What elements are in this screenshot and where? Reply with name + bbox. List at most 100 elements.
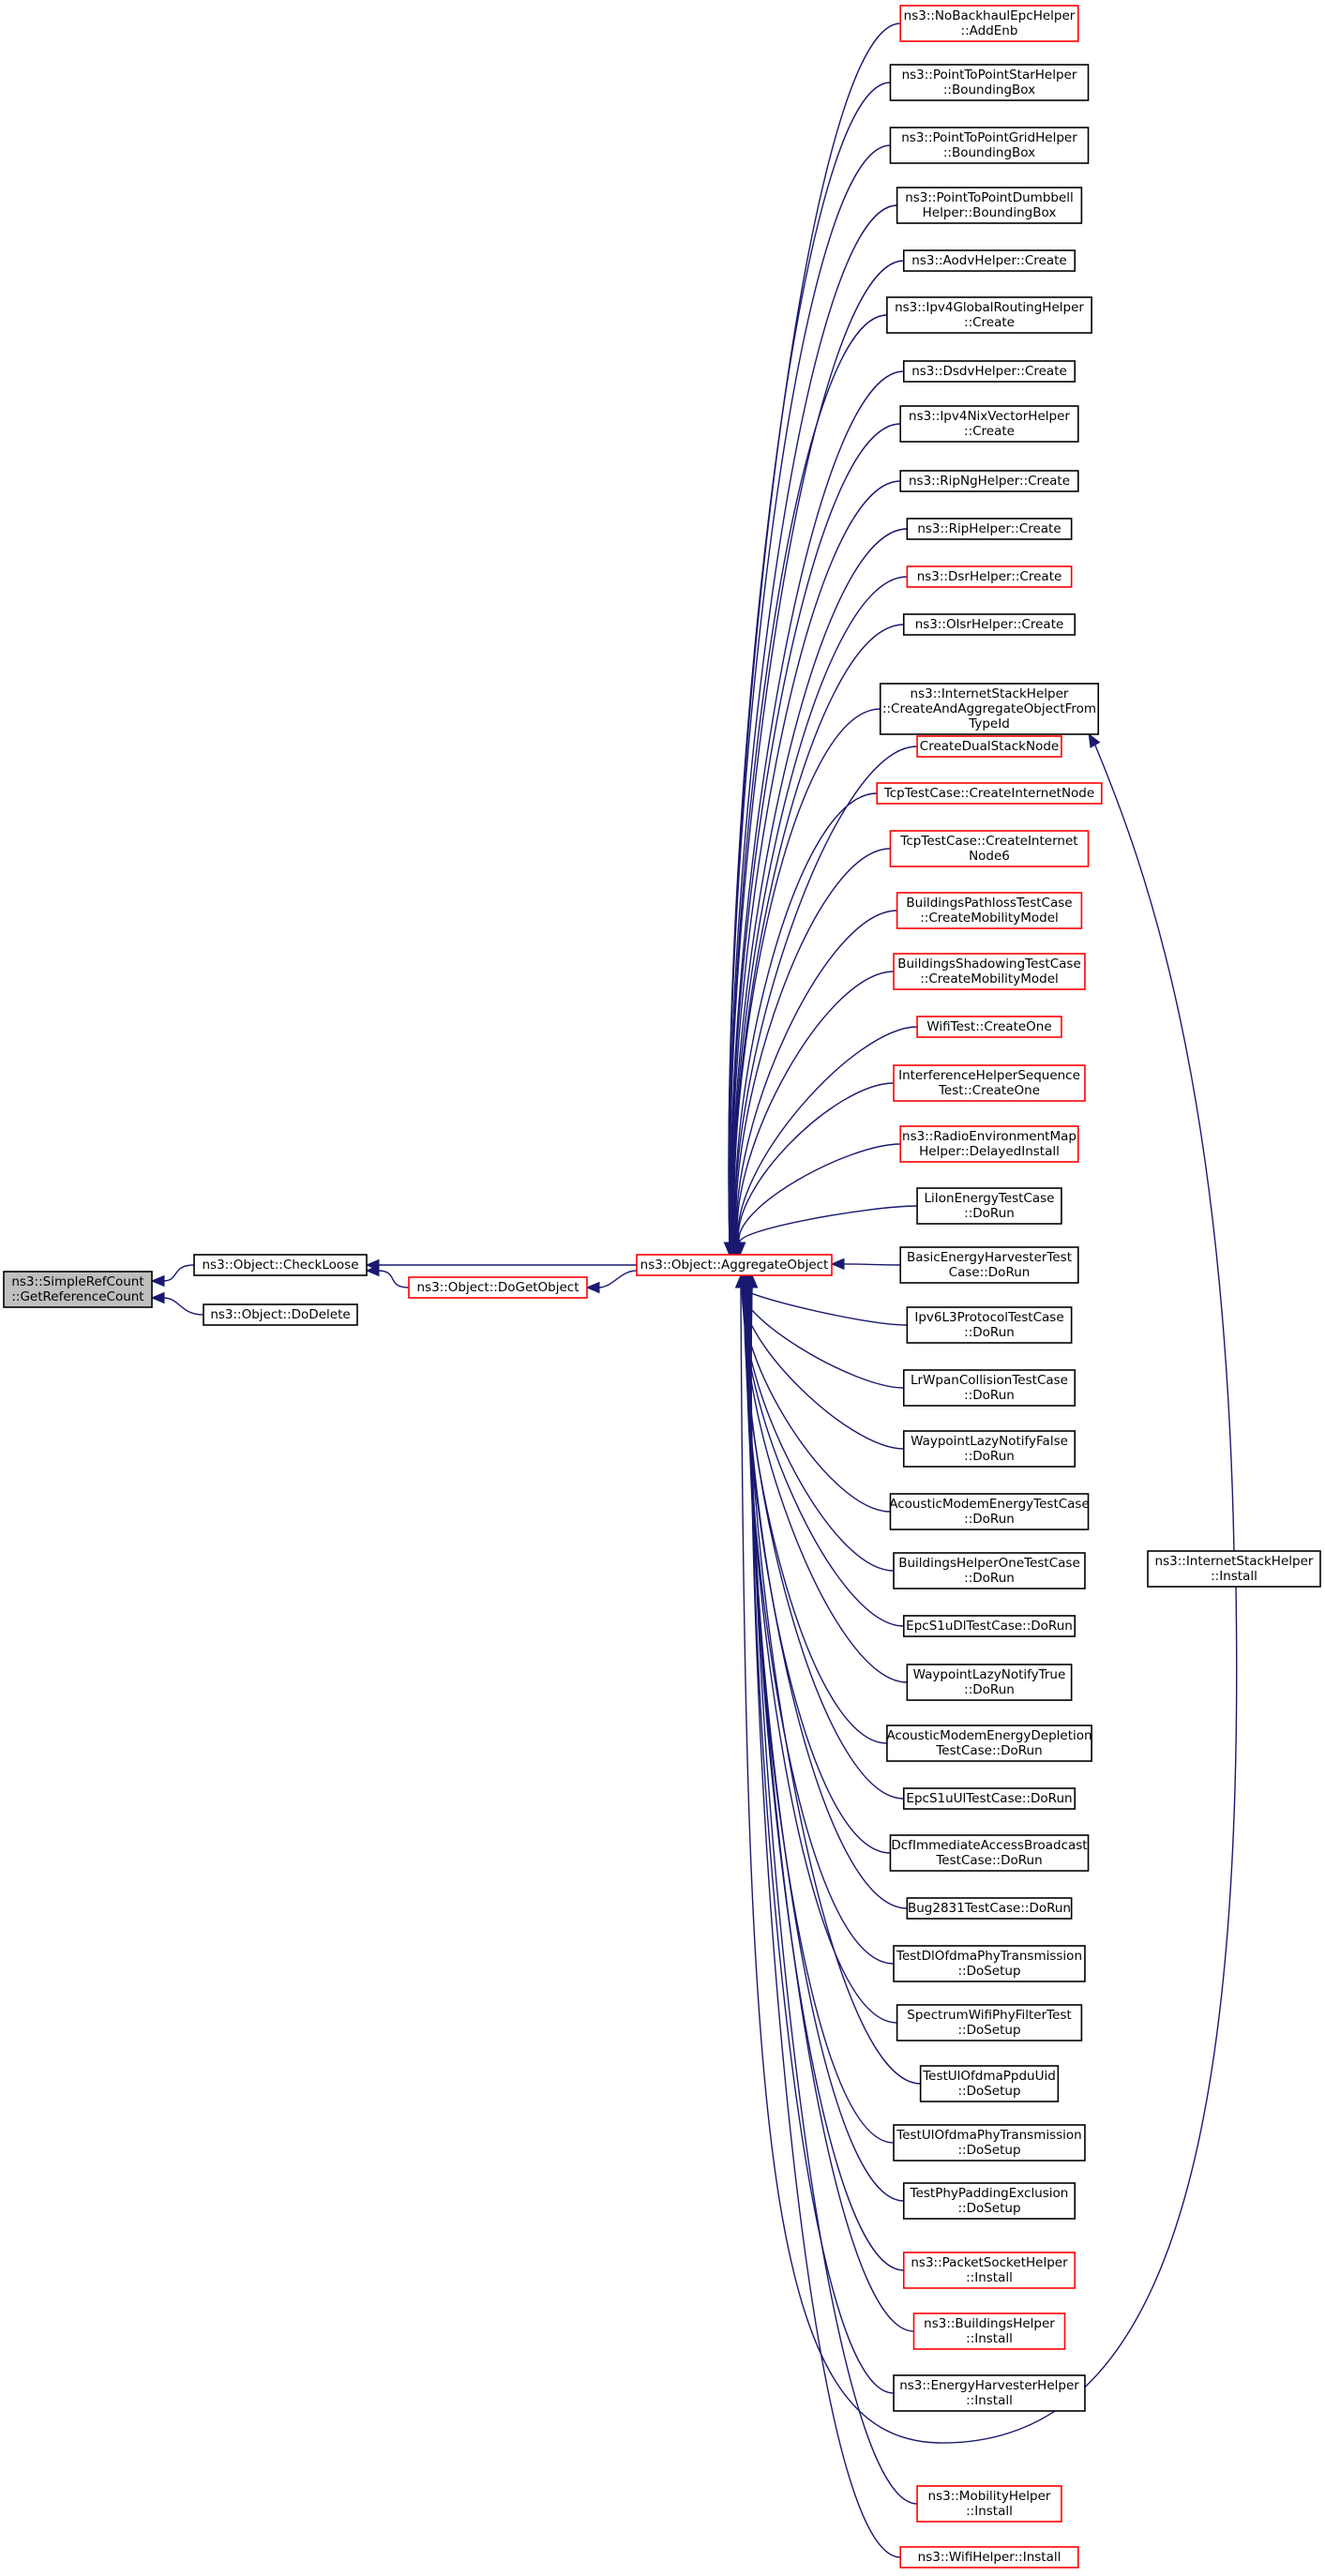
- node-box: [902, 1430, 1077, 1468]
- node-box: [902, 1615, 1077, 1637]
- node-caller-testulofdmappduuid-dosetup[interactable]: TestUlOfdmaPpduUid::DoSetup: [919, 2065, 1060, 2102]
- node-box: [886, 296, 1092, 334]
- node-caller-ns3-aodvhelper-create[interactable]: ns3::AodvHelper::Create: [902, 249, 1077, 272]
- node-caller-ns3-pointtopointdumbbell-helper-boundingbox[interactable]: ns3::PointToPointDumbbellHelper::Boundin…: [896, 187, 1083, 224]
- node-label: ::DoSetup: [957, 2143, 1020, 2158]
- node-caller-ipv6l3protocoltestcase-dorun[interactable]: Ipv6L3ProtocolTestCase::DoRun: [906, 1306, 1073, 1344]
- node-caller-wifitest-createone[interactable]: WifiTest::CreateOne: [916, 1016, 1062, 1038]
- node-caller-ns3-ipv4nixvectorhelper-create[interactable]: ns3::Ipv4NixVectorHelper::Create: [899, 405, 1079, 443]
- node-caller-ns3-ipv4globalroutinghelper-create[interactable]: ns3::Ipv4GlobalRoutingHelper::Create: [886, 296, 1092, 334]
- node-label: Case::DoRun: [949, 1265, 1031, 1280]
- edge-caller-24-to-aggregate-line: [741, 1286, 904, 1389]
- node-label: ::BoundingBox: [943, 83, 1035, 98]
- node-caller-ns3-nobackhaulepchelper-addenb[interactable]: ns3::NoBackhaulEpcHelper::AddEnb: [899, 5, 1079, 42]
- node-caller-buildingshelperonetestcase-dorun[interactable]: BuildingsHelperOneTestCase::DoRun: [893, 1552, 1086, 1589]
- node-box: [899, 2546, 1079, 2568]
- node-label: ns3::BuildingsHelper: [924, 2316, 1055, 2331]
- node-label: WifiTest::CreateOne: [926, 1019, 1051, 1034]
- node-caller-epcs1uultestcase-dorun[interactable]: EpcS1uUlTestCase::DoRun: [902, 1787, 1077, 1810]
- edge-caller-2-to-aggregate: [723, 144, 891, 1257]
- node-ns3-object-checkloose[interactable]: ns3::Object::CheckLoose: [193, 1254, 368, 1276]
- node-box: [902, 2182, 1077, 2220]
- edge-caller-43-to-aggregate-arrowhead: [745, 1273, 759, 1288]
- node-label: ns3::DsdvHelper::Create: [911, 364, 1067, 379]
- node-caller-testphypaddingexclusion-dosetup[interactable]: TestPhyPaddingExclusion::DoSetup: [902, 2182, 1077, 2220]
- node-box: [902, 360, 1077, 383]
- node-caller-epcs1udltestcase-dorun[interactable]: EpcS1uDlTestCase::DoRun: [902, 1615, 1077, 1637]
- edge-caller-22-to-aggregate-arrowhead: [830, 1258, 845, 1271]
- node-caller-ns3-dsdvhelper-create[interactable]: ns3::DsdvHelper::Create: [902, 360, 1077, 383]
- node-caller-ns3-ripnghelper-create[interactable]: ns3::RipNgHelper::Create: [899, 470, 1079, 492]
- node-ns3-object-aggregateobject[interactable]: ns3::Object::AggregateObject: [636, 1254, 833, 1276]
- node-caller-ns3-pointtopointstarhelper-boundingbox[interactable]: ns3::PointToPointStarHelper::BoundingBox: [889, 64, 1090, 101]
- node-caller-testulofdmaphytransmission-dosetup[interactable]: TestUlOfdmaPhyTransmission::DoSetup: [893, 2124, 1086, 2162]
- node-label: ::DoSetup: [957, 1964, 1020, 1979]
- node-ns3-internetstackhelper-install[interactable]: ns3::InternetStackHelper::Install: [1147, 1550, 1321, 1588]
- node-label: ns3::Ipv4GlobalRoutingHelper: [895, 300, 1084, 315]
- node-caller-ns3-mobilityhelper-install[interactable]: ns3::MobilityHelper::Install: [916, 2485, 1062, 2523]
- node-label: ns3::OlsrHelper::Create: [915, 617, 1064, 632]
- node-caller-ns3-energyharvesterhelper-install[interactable]: ns3::EnergyHarvesterHelper::Install: [893, 2374, 1086, 2412]
- node-caller-createdualstacknode[interactable]: CreateDualStackNode: [916, 735, 1062, 758]
- node-caller-waypointlazynotifyfalse-dorun[interactable]: WaypointLazyNotifyFalse::DoRun: [902, 1430, 1077, 1468]
- node-caller-ns3-packetsockethelper-install[interactable]: ns3::PacketSocketHelper::Install: [902, 2252, 1077, 2289]
- node-label: ::CreateAndAggregateObjectFrom: [882, 701, 1096, 716]
- node-ns3-object-dodelete[interactable]: ns3::Object::DoDelete: [203, 1303, 358, 1326]
- node-box: [896, 187, 1083, 224]
- edge-caller-9-to-aggregate-line: [731, 528, 908, 1244]
- node-caller-acousticmodemenergytestcase-dorun[interactable]: AcousticModemEnergyTestCase::DoRun: [889, 1493, 1090, 1530]
- node-caller-dcfimmediateaccessbroadcast-testcase-dorun[interactable]: DcfImmediateAccessBroadcastTestCase::DoR…: [889, 1834, 1090, 1872]
- edge-aggregate-to-dogetobject-line: [597, 1270, 638, 1288]
- node-label: ::DoSetup: [957, 2084, 1020, 2099]
- node-caller-buildingsshadowingtestcase-createmobilitymodel[interactable]: BuildingsShadowingTestCase::CreateMobili…: [893, 953, 1086, 990]
- node-label: ::DoSetup: [957, 2023, 1020, 2038]
- node-label: Helper::DelayedInstall: [919, 1144, 1060, 1159]
- node-label: TestCase::DoRun: [935, 1743, 1042, 1758]
- edge-caller-14-to-aggregate-line: [734, 792, 878, 1244]
- node-box: [916, 1187, 1062, 1225]
- node-box: [636, 1254, 833, 1276]
- node-caller-ns3-riphelper-create[interactable]: ns3::RipHelper::Create: [906, 518, 1073, 540]
- node-caller-ns3-pointtopointgridhelper-boundingbox[interactable]: ns3::PointToPointGridHelper::BoundingBox: [889, 127, 1090, 164]
- node-label: ns3::Object::CheckLoose: [202, 1258, 358, 1273]
- node-caller-tcptestcase-createinternetnode[interactable]: TcpTestCase::CreateInternetNode: [876, 782, 1103, 805]
- edge-caller-3-to-aggregate-line: [729, 204, 897, 1244]
- node-caller-ns3-dsrhelper-create[interactable]: ns3::DsrHelper::Create: [906, 565, 1073, 588]
- node-caller-lrwpancollisiontestcase-dorun[interactable]: LrWpanCollisionTestCase::DoRun: [902, 1369, 1077, 1407]
- node-box: [203, 1303, 358, 1326]
- edge-caller-2-to-aggregate-line: [728, 144, 891, 1244]
- node-caller-acousticmodemenergydepletion-testcase-dorun[interactable]: AcousticModemEnergyDepletionTestCase::Do…: [886, 1725, 1092, 1762]
- node-caller-liionenergytestcase-dorun[interactable]: LiIonEnergyTestCase::DoRun: [916, 1187, 1062, 1225]
- edge-dodelete-to-root-arrowhead: [150, 1291, 165, 1304]
- node-caller-spectrumwifiphyfiltertest-dosetup[interactable]: SpectrumWifiPhyFilterTest::DoSetup: [896, 2004, 1083, 2041]
- node-caller-ns3-olsrhelper-create[interactable]: ns3::OlsrHelper::Create: [902, 613, 1077, 636]
- node-label: ::Create: [964, 424, 1015, 439]
- node-caller-ns3-radioenvironmentmap-helper-delayedinstall[interactable]: ns3::RadioEnvironmentMapHelper::DelayedI…: [899, 1125, 1079, 1163]
- node-label: ns3::SimpleRefCount: [11, 1274, 143, 1289]
- node-caller-ns3-buildingshelper-install[interactable]: ns3::BuildingsHelper::Install: [912, 2312, 1066, 2350]
- node-simplerefcount-getreferencecount[interactable]: ns3::SimpleRefCount::GetReferenceCount: [3, 1271, 153, 1308]
- node-caller-interferencehelpersequence-test-createone[interactable]: InterferenceHelperSequenceTest::CreateOn…: [893, 1064, 1086, 1102]
- call-edges: [150, 23, 1238, 2558]
- node-caller-testdlofdmaphytransmission-dosetup[interactable]: TestDlOfdmaPhyTransmission::DoSetup: [893, 1945, 1086, 1982]
- node-caller-bug2831testcase-dorun[interactable]: Bug2831TestCase::DoRun: [906, 1897, 1073, 1920]
- node-ns3-object-dogetobject[interactable]: ns3::Object::DoGetObject: [408, 1276, 588, 1299]
- edge-caller-21-to-aggregate-line: [739, 1205, 918, 1244]
- node-box: [886, 1725, 1092, 1762]
- node-caller-buildingspathlosstestcase-createmobilitymodel[interactable]: BuildingsPathlossTestCase::CreateMobilit…: [896, 892, 1083, 929]
- node-label: DcfImmediateAccessBroadcast: [891, 1838, 1087, 1853]
- node-caller-ns3-internetstackhelper-createandaggregateobjectfrom-typeid[interactable]: ns3::InternetStackHelper::CreateAndAggre…: [879, 683, 1100, 735]
- edge-caller-10-to-aggregate-line: [732, 576, 908, 1244]
- node-label: ns3::Object::DoDelete: [210, 1307, 350, 1322]
- node-label: ns3::PointToPointStarHelper: [902, 68, 1077, 83]
- node-box: [893, 1945, 1086, 1982]
- node-caller-waypointlazynotifytrue-dorun[interactable]: WaypointLazyNotifyTrue::DoRun: [906, 1664, 1073, 1701]
- node-box: [893, 1552, 1086, 1589]
- edge-caller-12-to-aggregate-line: [733, 708, 881, 1244]
- node-caller-ns3-wifihelper-install[interactable]: ns3::WifiHelper::Install: [899, 2546, 1079, 2568]
- node-box: [889, 127, 1090, 164]
- node-box: [193, 1254, 368, 1276]
- node-label: InterferenceHelperSequence: [898, 1068, 1080, 1083]
